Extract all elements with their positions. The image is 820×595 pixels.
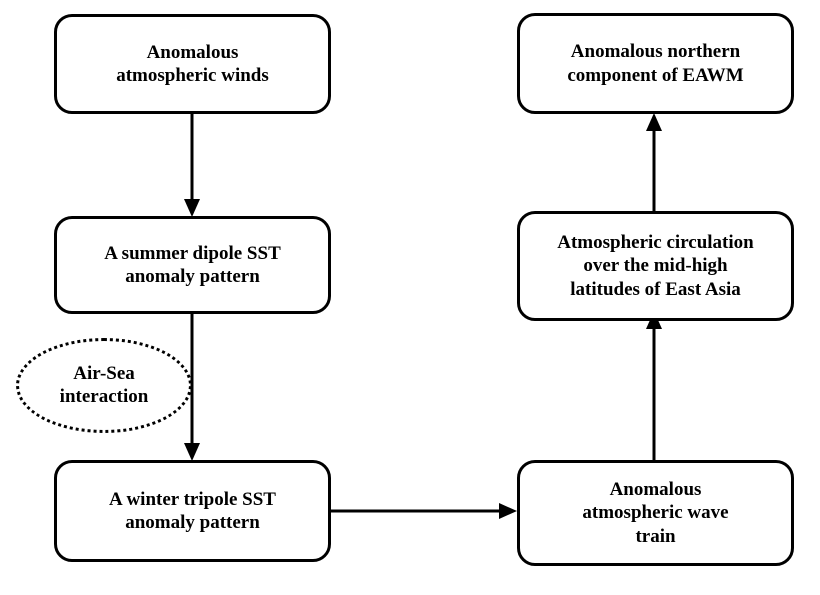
node-air-sea-interaction[interactable]: Air-Sea interaction bbox=[16, 338, 192, 433]
node-winter-tripole-sst[interactable]: A winter tripole SST anomaly pattern bbox=[54, 460, 331, 562]
node-label: A winter tripole SST anomaly pattern bbox=[109, 488, 276, 533]
node-label: Anomalous northern component of EAWM bbox=[567, 41, 744, 86]
node-anomalous-northern-component-eawm[interactable]: Anomalous northern component of EAWM bbox=[517, 13, 794, 114]
edge-winds-to-summer bbox=[184, 113, 200, 217]
node-atmospheric-circulation-east-asia[interactable]: Atmospheric circulation over the mid-hig… bbox=[517, 211, 794, 321]
node-label: Air-Sea interaction bbox=[59, 362, 149, 407]
node-label: Anomalous atmospheric winds bbox=[116, 41, 269, 86]
node-anomalous-atmospheric-winds[interactable]: Anomalous atmospheric winds bbox=[54, 14, 331, 114]
edge-wavetrain-to-circulation bbox=[646, 311, 662, 460]
node-label: Anomalous atmospheric wave train bbox=[582, 479, 729, 547]
node-anomalous-wave-train[interactable]: Anomalous atmospheric wave train bbox=[517, 460, 794, 566]
edge-winter-to-wavetrain bbox=[330, 503, 517, 519]
node-summer-dipole-sst[interactable]: A summer dipole SST anomaly pattern bbox=[54, 216, 331, 314]
node-label: A summer dipole SST anomaly pattern bbox=[104, 242, 281, 287]
node-label: Atmospheric circulation over the mid-hig… bbox=[557, 232, 754, 300]
